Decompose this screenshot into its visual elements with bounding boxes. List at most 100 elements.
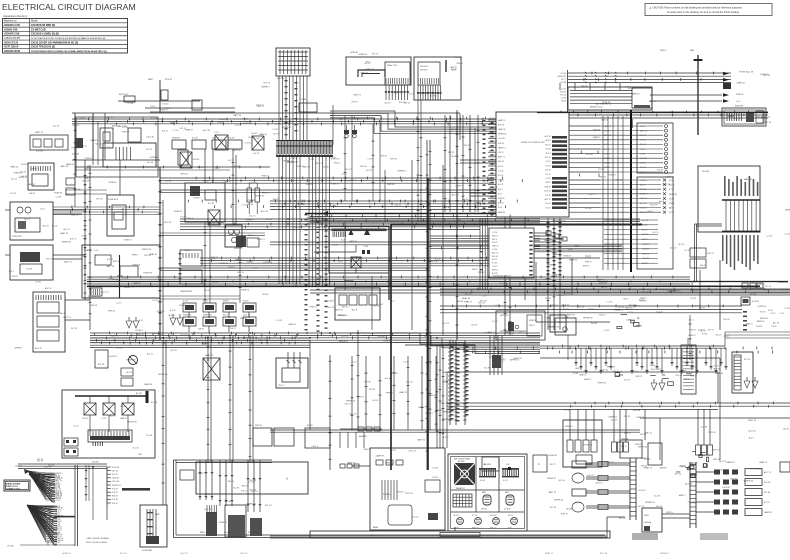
svg-text:24V 74: 24V 74 bbox=[624, 380, 630, 382]
svg-text:GND 15: GND 15 bbox=[645, 433, 653, 435]
svg-text:B-2 50: B-2 50 bbox=[546, 165, 551, 167]
svg-text:A-1 87: A-1 87 bbox=[489, 356, 496, 359]
svg-text:4-6 B 92: 4-6 B 92 bbox=[383, 340, 391, 342]
svg-text:ACC 33: ACC 33 bbox=[492, 251, 498, 254]
svg-text:B-2 10: B-2 10 bbox=[330, 157, 335, 159]
svg-text:To order parts on the drawing,: To order parts on the drawing, be sure t… bbox=[667, 11, 740, 14]
svg-text:P-6 68: P-6 68 bbox=[203, 181, 210, 183]
svg-text:A-1 13: A-1 13 bbox=[611, 418, 618, 421]
svg-text:L-2 88: L-2 88 bbox=[364, 69, 369, 71]
svg-text:SOL 55: SOL 55 bbox=[72, 125, 80, 127]
svg-text:PWR 70: PWR 70 bbox=[489, 173, 496, 175]
svg-text:MTR 34: MTR 34 bbox=[689, 329, 695, 331]
svg-text:SIG 59: SIG 59 bbox=[563, 309, 569, 311]
svg-text:C-3 24: C-3 24 bbox=[545, 178, 550, 180]
svg-text:RLY 86: RLY 86 bbox=[764, 492, 770, 494]
svg-text:L-2 73: L-2 73 bbox=[607, 301, 614, 303]
svg-text:WIPER 68: WIPER 68 bbox=[62, 241, 71, 243]
svg-text:SIG 3: SIG 3 bbox=[623, 299, 629, 301]
svg-text:PWR 75: PWR 75 bbox=[256, 106, 264, 108]
svg-text:R-4 98: R-4 98 bbox=[591, 323, 598, 325]
svg-text:MTR 57: MTR 57 bbox=[604, 167, 610, 169]
svg-text:PWR 22: PWR 22 bbox=[756, 117, 764, 119]
svg-text:4-6 B 9: 4-6 B 9 bbox=[251, 133, 258, 135]
svg-text:ACC 19: ACC 19 bbox=[642, 262, 648, 265]
svg-text:ROOM LAMP2: ROOM LAMP2 bbox=[248, 531, 259, 534]
svg-text:4-6 B 20: 4-6 B 20 bbox=[544, 191, 550, 193]
svg-text:CN-2 41: CN-2 41 bbox=[688, 502, 696, 504]
svg-text:SW 18: SW 18 bbox=[641, 466, 647, 468]
svg-text:PUMP CN 1-4: PUMP CN 1-4 bbox=[6, 485, 19, 488]
svg-text:C-3 18: C-3 18 bbox=[766, 235, 771, 237]
svg-text:CN-2 62: CN-2 62 bbox=[756, 326, 762, 328]
svg-text:LAMP 47: LAMP 47 bbox=[27, 183, 35, 186]
svg-text:PWR 26: PWR 26 bbox=[235, 259, 242, 261]
svg-text:HCM4J-C46: HCM4J-C46 bbox=[4, 28, 18, 31]
svg-text:CN-2 38: CN-2 38 bbox=[577, 307, 585, 309]
svg-text:GND 53: GND 53 bbox=[286, 161, 294, 163]
svg-text:L-2 15: L-2 15 bbox=[116, 302, 121, 304]
svg-text:HEAT 27: HEAT 27 bbox=[641, 457, 650, 460]
svg-text:CN-2 11: CN-2 11 bbox=[144, 255, 152, 257]
svg-text:24V 22: 24V 22 bbox=[601, 287, 608, 289]
svg-text:GND 77: GND 77 bbox=[212, 138, 219, 140]
svg-text:SIG 85: SIG 85 bbox=[566, 508, 572, 510]
svg-text:CN-2 80: CN-2 80 bbox=[306, 184, 314, 186]
svg-text:SOL 58: SOL 58 bbox=[640, 203, 646, 205]
svg-text:BATT 10: BATT 10 bbox=[640, 129, 647, 132]
svg-text:GND 94: GND 94 bbox=[55, 521, 62, 523]
svg-text:SOL 70: SOL 70 bbox=[399, 102, 407, 104]
svg-text:PWR 47: PWR 47 bbox=[160, 110, 168, 112]
svg-text:L-2 88: L-2 88 bbox=[204, 494, 211, 496]
svg-text:GND 44: GND 44 bbox=[84, 169, 91, 171]
svg-text:SOL 21: SOL 21 bbox=[170, 350, 178, 352]
svg-text:GND 4: GND 4 bbox=[350, 180, 357, 182]
svg-text:SOL 51: SOL 51 bbox=[63, 229, 69, 231]
svg-text:24C 57: 24C 57 bbox=[55, 530, 61, 532]
svg-text:WIPER 54: WIPER 54 bbox=[529, 320, 537, 322]
svg-text:4-6 B 21: 4-6 B 21 bbox=[562, 305, 569, 307]
svg-text:B-2 9: B-2 9 bbox=[749, 437, 755, 439]
svg-text:A-1 19: A-1 19 bbox=[365, 62, 370, 65]
svg-text:E-1 82: E-1 82 bbox=[492, 263, 497, 265]
svg-text:SIG 12: SIG 12 bbox=[647, 211, 654, 213]
svg-text:PWR 69: PWR 69 bbox=[429, 395, 437, 397]
svg-text:4-6 B 26: 4-6 B 26 bbox=[752, 301, 759, 303]
svg-text:24C 87: 24C 87 bbox=[248, 137, 255, 139]
svg-text:ROOM LAMP: ROOM LAMP bbox=[142, 549, 153, 552]
svg-text:A-1 38: A-1 38 bbox=[492, 272, 497, 275]
svg-text:RLY 48: RLY 48 bbox=[642, 220, 648, 222]
svg-text:FUSE 57: FUSE 57 bbox=[331, 183, 340, 185]
svg-text:R-4 59: R-4 59 bbox=[451, 69, 456, 71]
svg-text:ACC 72: ACC 72 bbox=[101, 291, 109, 294]
svg-text:SW 38: SW 38 bbox=[457, 301, 464, 303]
svg-text:SW 20: SW 20 bbox=[112, 496, 118, 498]
svg-text:WIPER 50: WIPER 50 bbox=[756, 321, 764, 323]
svg-text:4-6 B 66: 4-6 B 66 bbox=[598, 283, 606, 285]
svg-text:BATT 40: BATT 40 bbox=[301, 155, 310, 158]
svg-text:MTR 82: MTR 82 bbox=[730, 479, 738, 481]
svg-text:SIG 82: SIG 82 bbox=[381, 156, 387, 158]
svg-text:PWR 99: PWR 99 bbox=[71, 148, 78, 150]
svg-text:FUSE 53: FUSE 53 bbox=[241, 289, 250, 291]
svg-text:HORN 69: HORN 69 bbox=[350, 52, 358, 54]
svg-text:HEAT 72: HEAT 72 bbox=[584, 378, 591, 381]
svg-text:WIPER 68: WIPER 68 bbox=[498, 134, 506, 136]
svg-text:CN-2 86: CN-2 86 bbox=[633, 410, 641, 412]
svg-text:A-1 78: A-1 78 bbox=[695, 305, 702, 308]
svg-text:CN-2 22: CN-2 22 bbox=[720, 470, 728, 472]
svg-text:HEAT 42: HEAT 42 bbox=[60, 232, 69, 235]
svg-text:WIPER 16: WIPER 16 bbox=[750, 468, 760, 470]
svg-text:WIPER 48: WIPER 48 bbox=[127, 422, 137, 424]
svg-text:ACC 49: ACC 49 bbox=[642, 291, 650, 294]
svg-text:LAMP 58: LAMP 58 bbox=[764, 511, 772, 514]
svg-text:E-1 45: E-1 45 bbox=[133, 447, 140, 449]
svg-text:FUSE 47: FUSE 47 bbox=[124, 239, 132, 241]
svg-text:SW 14: SW 14 bbox=[545, 298, 551, 300]
svg-text:C-3 49: C-3 49 bbox=[276, 320, 283, 322]
svg-text:E-1 18: E-1 18 bbox=[208, 203, 215, 205]
svg-text:B-2 11: B-2 11 bbox=[352, 310, 359, 312]
svg-text:SOL 31: SOL 31 bbox=[604, 172, 610, 174]
svg-text:ACC 99: ACC 99 bbox=[679, 369, 685, 372]
svg-text:GND 92: GND 92 bbox=[492, 246, 499, 248]
